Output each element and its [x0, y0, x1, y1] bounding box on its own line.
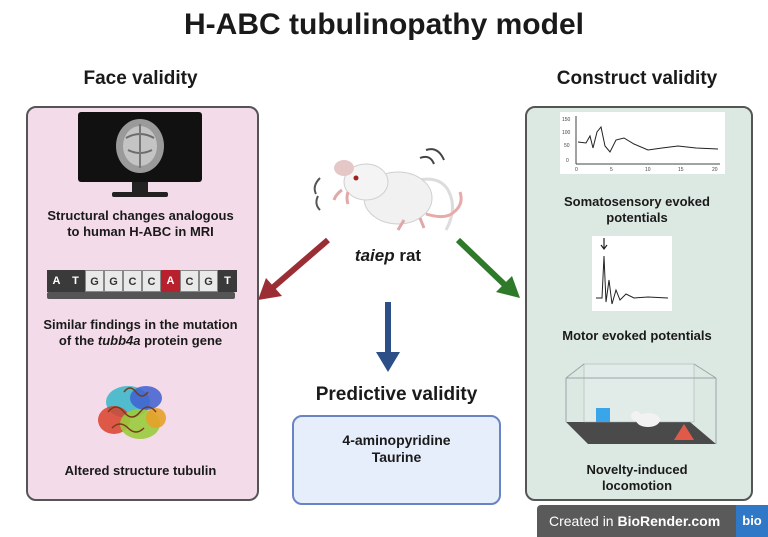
dna-base: G [104, 270, 123, 292]
dna-sequence: A T G G C C A C G T [47, 270, 237, 302]
dna-base: C [142, 270, 161, 292]
mri-caption: Structural changes analogous to human H-… [47, 208, 234, 239]
ssep-tick-x: 20 [712, 167, 718, 173]
ssep-caption: Somatosensory evoked potentials [564, 194, 710, 225]
predictive-validity-box [292, 415, 501, 505]
predictive-validity-heading: Predictive validity [315, 384, 478, 405]
ssep-tick-x: 15 [678, 167, 684, 173]
face-validity-heading: Face validity [83, 68, 198, 89]
dna-base: T [218, 270, 237, 292]
rat-icon [313, 148, 463, 231]
ssep-tick-y: 100 [562, 130, 571, 136]
predictive-treatments: 4-aminopyridine Taurine [342, 432, 451, 465]
mep-graph [592, 236, 672, 311]
badge-text: Created in BioRender.com [549, 513, 721, 529]
arrow-right-icon [455, 237, 511, 291]
ssep-tick-y: 0 [566, 158, 569, 164]
ssep-tick-y: 150 [562, 117, 571, 123]
locomotion-caption: Novelty-induced locomotion [586, 462, 688, 493]
tubulin-caption: Altered structure tubulin [64, 463, 217, 478]
ssep-tick-x: 0 [575, 167, 578, 173]
mep-caption: Motor evoked potentials [562, 328, 712, 343]
mutation-caption: Similar findings in the mutation of the … [43, 317, 238, 348]
mri-monitor-icon [78, 112, 202, 197]
ssep-tick-x: 5 [610, 167, 613, 173]
locomotion-arena-icon [565, 363, 717, 444]
dna-base: G [199, 270, 218, 292]
ssep-tick-y: 50 [564, 143, 570, 149]
ssep-graph: 150 100 50 0 0 5 10 15 20 [560, 112, 725, 174]
dna-base: A [47, 270, 66, 292]
arrow-down-icon [600, 238, 608, 250]
biorender-logo-icon: bio [736, 505, 768, 537]
dna-base: C [180, 270, 199, 292]
construct-validity-heading: Construct validity [556, 68, 718, 89]
dna-base: T [66, 270, 85, 292]
page-title: H-ABC tubulinopathy model [184, 8, 584, 41]
dna-base: G [85, 270, 104, 292]
arrow-left-icon [268, 237, 330, 293]
tubulin-protein-icon [98, 386, 166, 439]
dna-base-mutated: A [161, 270, 180, 292]
ssep-tick-x: 10 [645, 167, 651, 173]
biorender-badge[interactable]: Created in BioRender.com bio [537, 505, 768, 537]
rat-label: taiep rat [354, 246, 422, 265]
dna-base: C [123, 270, 142, 292]
